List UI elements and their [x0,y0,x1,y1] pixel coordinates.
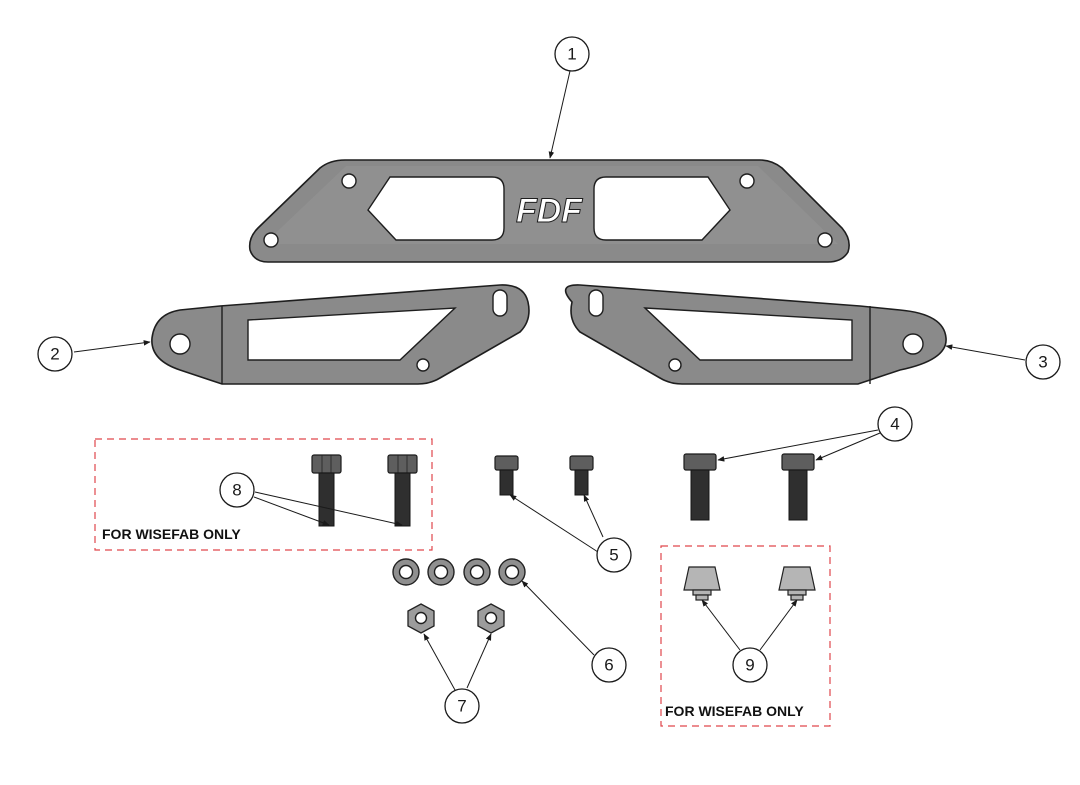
plate-1-window-right [593,176,731,241]
leader-5a [509,494,599,553]
leader-3 [945,344,1026,361]
leader-1 [548,70,571,159]
leader-4a [717,429,879,462]
washer-2 [427,558,455,586]
part-8-long-bolt-2 [387,454,418,527]
part-1-crossbar-plate: FDF [248,159,850,263]
wisefab-note-box-left [94,438,433,551]
leader-7b [466,633,492,689]
logo-text: FDF [516,192,583,230]
leader-6 [521,580,595,656]
callout-5: 5 [596,537,632,573]
callout-4: 4 [877,406,913,442]
leader-9a [701,599,741,651]
part-9-cone-spacer-1 [683,566,721,601]
part-5-short-bolt-2 [569,455,594,496]
leader-5b [583,494,604,538]
svg-text:2: 2 [50,345,59,364]
part-7-nut-2 [477,603,505,634]
part-4-bolt-1 [683,453,717,521]
callout-8: 8 [219,472,255,508]
wisefab-note-right: FOR WISEFAB ONLY [665,703,804,719]
washer-4 [498,558,526,586]
svg-text:5: 5 [609,546,618,565]
svg-text:9: 9 [745,656,754,675]
part-9-cone-spacer-2 [778,566,816,601]
part-4-bolt-2 [781,453,815,521]
leader-2 [73,340,151,353]
leader-8b [254,491,403,527]
part-2-left-arm [151,284,530,385]
washer-1 [392,558,420,586]
callout-7: 7 [444,688,480,724]
plate-1-window-left [367,176,505,241]
leader-9b [759,599,798,651]
part-3-right-arm [564,284,947,385]
callout-1: 1 [554,36,590,72]
leader-8a [253,496,330,526]
part-5-short-bolt-1 [494,455,519,496]
leader-4b [815,432,881,461]
svg-text:1: 1 [567,45,576,64]
leader-7a [423,633,456,691]
svg-text:6: 6 [604,656,613,675]
washer-3 [463,558,491,586]
svg-text:3: 3 [1038,353,1047,372]
wisefab-note-box-right [660,545,831,727]
callout-6: 6 [591,647,627,683]
callout-9: 9 [732,647,768,683]
part-7-nut-1 [407,603,435,634]
svg-text:8: 8 [232,481,241,500]
callout-3: 3 [1025,344,1061,380]
part-8-long-bolt-1 [311,454,342,527]
part-6-washers [392,558,526,586]
svg-text:4: 4 [890,415,899,434]
svg-text:7: 7 [457,697,466,716]
callout-2: 2 [37,336,73,372]
wisefab-note-left: FOR WISEFAB ONLY [102,526,241,542]
